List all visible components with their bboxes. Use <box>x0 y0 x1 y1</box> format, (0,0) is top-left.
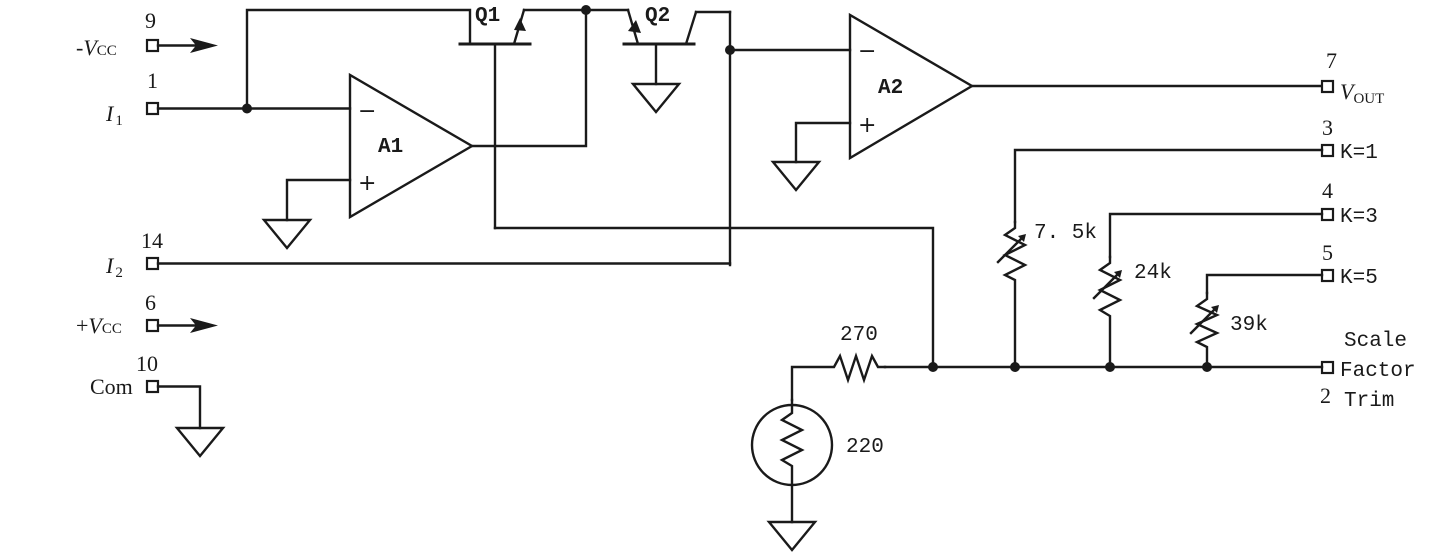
pin-9-sign: - <box>76 35 83 60</box>
pin-10-com: 10 Com <box>90 351 226 458</box>
pin-9-sub: CC <box>97 43 117 59</box>
pin-7-vout: 7 VOUT <box>1320 48 1384 107</box>
pin-6-number: 6 <box>145 290 156 315</box>
pin-4-number: 4 <box>1322 178 1333 203</box>
pin-14-number: 14 <box>141 228 163 253</box>
r-39k-label: 39k <box>1230 314 1268 337</box>
opamp-a2: − + A2 <box>848 12 975 161</box>
a1-plus: + <box>358 171 376 196</box>
pin-1-number: 1 <box>147 68 158 93</box>
variable-arrow-icon <box>1018 234 1026 242</box>
pin-6-sub: CC <box>102 321 122 337</box>
ground-icon <box>630 82 682 114</box>
ground-icon <box>770 160 822 192</box>
junction-dot <box>1202 362 1212 372</box>
pin-3-terminal <box>1320 143 1335 158</box>
a1-label: A1 <box>378 136 403 159</box>
r-24k-label: 24k <box>1134 262 1172 285</box>
transistor-q1: Q1 <box>458 5 532 230</box>
pin-5-label: K=5 <box>1340 267 1378 290</box>
emitter-arrow-icon <box>514 18 526 31</box>
pin-6-terminal <box>145 318 160 333</box>
junction-dot <box>1105 362 1115 372</box>
pin-2-line1: Scale <box>1344 330 1407 353</box>
pin-3-number: 3 <box>1322 115 1333 140</box>
variable-arrow-icon <box>1114 270 1122 278</box>
pin-5-number: 5 <box>1322 240 1333 265</box>
pin-7-number: 7 <box>1326 48 1337 73</box>
ground-icon <box>174 426 226 458</box>
ground-icon <box>261 218 313 250</box>
pin-6-pos-vcc: 6 +VCC <box>76 290 218 338</box>
pin-9-neg-vcc: 9 -VCC <box>76 8 218 60</box>
pin-10-terminal <box>145 379 160 394</box>
pin-4-terminal <box>1320 207 1335 222</box>
junction-dot <box>1010 362 1020 372</box>
variable-arrow-icon <box>1211 305 1219 313</box>
a1-minus: − <box>358 99 376 124</box>
pin-7-v: V <box>1340 79 1356 104</box>
a2-minus: − <box>858 39 876 64</box>
svg-text:I2: I2 <box>105 253 123 281</box>
ground-icon <box>766 520 818 552</box>
resistor-39k: 39k <box>1189 291 1268 369</box>
resistor-7-5k: 7. 5k <box>996 220 1097 369</box>
thermistor-220: 220 <box>750 398 884 524</box>
transistor-q2: Q2 <box>584 5 732 114</box>
svg-text:I1: I1 <box>105 101 123 129</box>
supply-arrow-icon <box>190 318 218 333</box>
pin-3-label: K=1 <box>1340 142 1378 165</box>
pin-2-number: 2 <box>1320 383 1331 408</box>
resistor-270: 270 <box>790 324 887 402</box>
pin-7-sub: OUT <box>1353 91 1384 107</box>
a2-plus: + <box>858 113 876 138</box>
pin-2-scale-factor-trim: 2 Scale Factor Trim <box>1320 330 1416 413</box>
opamp-a1: − + A1 <box>348 72 475 220</box>
svg-text:+VCC: +VCC <box>76 313 122 338</box>
pin-3-k1: 3 K=1 <box>1320 115 1378 165</box>
pin-9-number: 9 <box>145 8 156 33</box>
pin-6-sign: + <box>76 313 88 338</box>
pin-10-number: 10 <box>136 351 158 376</box>
pin-4-label: K=3 <box>1340 206 1378 229</box>
svg-text:VOUT: VOUT <box>1340 79 1384 107</box>
pin-1-terminal <box>145 101 160 116</box>
pin-1-sub: 1 <box>115 113 123 129</box>
q2-label: Q2 <box>645 5 670 28</box>
pin-5-terminal <box>1320 268 1335 283</box>
r-220-label: 220 <box>846 436 884 459</box>
resistor-24k: 24k <box>1092 255 1172 369</box>
a2-label: A2 <box>878 77 903 100</box>
pin-10-label: Com <box>90 374 133 399</box>
pin-9-v: V <box>83 35 99 60</box>
pin-9-terminal <box>145 38 160 53</box>
r-270-label: 270 <box>840 324 878 347</box>
pin-6-v: V <box>88 313 104 338</box>
pin-2-line3: Trim <box>1344 390 1394 413</box>
pin-2-line2: Factor <box>1340 360 1416 383</box>
pin-14-terminal <box>145 256 160 271</box>
pin-4-k3: 4 K=3 <box>1320 178 1378 229</box>
junction-dot <box>242 103 252 114</box>
supply-arrow-icon <box>190 38 218 53</box>
pin-5-k5: 5 K=5 <box>1320 240 1378 290</box>
pin-14-sub: 2 <box>115 265 123 281</box>
pin-14-name: I <box>105 253 115 278</box>
pin-1-name: I <box>105 101 115 126</box>
junction-dot <box>928 362 938 372</box>
r-7-5k-label: 7. 5k <box>1034 222 1097 245</box>
emitter-arrow-icon <box>628 20 641 33</box>
pin-2-terminal <box>1320 360 1335 375</box>
svg-text:-VCC: -VCC <box>76 35 117 60</box>
pin-7-terminal <box>1320 79 1335 94</box>
q1-label: Q1 <box>475 5 500 28</box>
